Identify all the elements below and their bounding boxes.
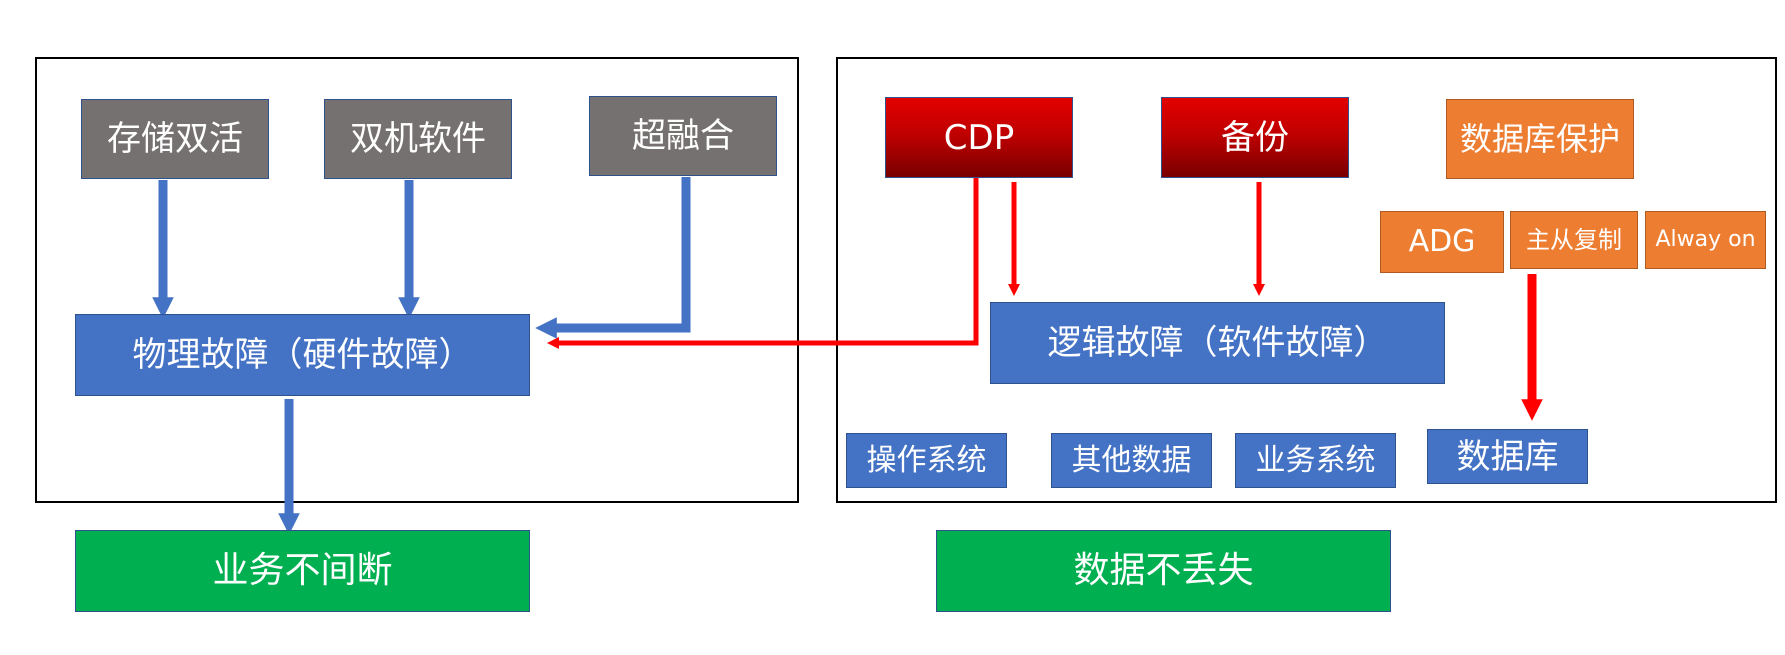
database-box: 数据库 (1427, 429, 1588, 484)
hyper-converged-label: 超融合 (632, 116, 734, 156)
master-slave-replication-label: 主从复制 (1526, 226, 1622, 254)
physical-fault-box: 物理故障（硬件故障） (75, 314, 530, 396)
other-data-box: 其他数据 (1051, 433, 1212, 488)
adg-label: ADG (1408, 224, 1476, 259)
business-continuity-box: 业务不间断 (75, 530, 530, 612)
adg-box: ADG (1380, 211, 1504, 273)
database-protection-box: 数据库保护 (1446, 99, 1634, 179)
always-on-box: Alway on (1645, 211, 1766, 269)
database-label: 数据库 (1456, 436, 1559, 477)
operating-system-box: 操作系统 (846, 433, 1007, 488)
no-data-loss-box: 数据不丢失 (936, 530, 1391, 612)
cdp-box: CDP (885, 97, 1073, 178)
backup-label: 备份 (1221, 117, 1289, 158)
physical-fault-label: 物理故障（硬件故障） (132, 335, 473, 375)
storage-active-active-box: 存储双活 (81, 99, 269, 179)
business-continuity-label: 业务不间断 (212, 550, 393, 591)
cdp-label: CDP (943, 117, 1015, 158)
backup-box: 备份 (1161, 97, 1349, 178)
business-system-box: 业务系统 (1235, 433, 1396, 488)
logical-fault-label: 逻辑故障（软件故障） (1047, 323, 1388, 363)
storage-active-active-label: 存储双活 (107, 119, 243, 159)
no-data-loss-label: 数据不丢失 (1073, 550, 1254, 591)
business-system-label: 业务系统 (1255, 442, 1376, 478)
operating-system-label: 操作系统 (866, 442, 987, 478)
logical-fault-box: 逻辑故障（软件故障） (990, 302, 1445, 384)
other-data-label: 其他数据 (1071, 442, 1192, 478)
dual-machine-software-box: 双机软件 (324, 99, 512, 179)
hyper-converged-box: 超融合 (589, 96, 777, 176)
dual-machine-software-label: 双机软件 (350, 119, 486, 159)
always-on-label: Alway on (1655, 227, 1756, 252)
database-protection-label: 数据库保护 (1459, 120, 1620, 158)
master-slave-replication-box: 主从复制 (1510, 211, 1638, 269)
